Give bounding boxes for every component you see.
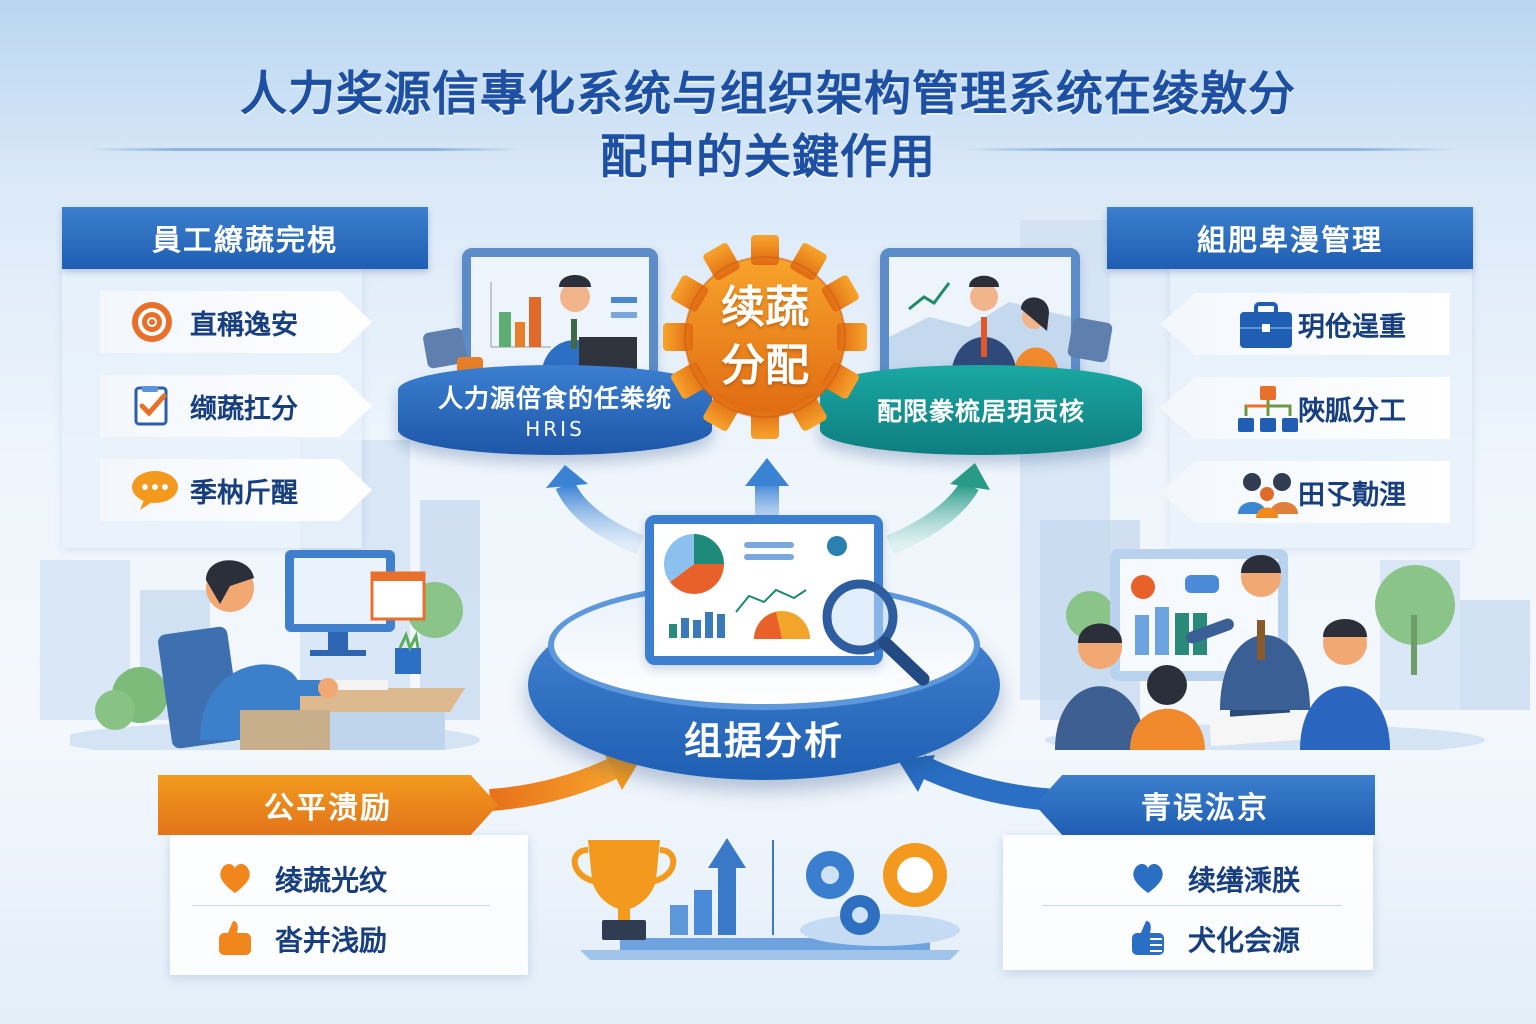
left-item-label: 缬蔬扛分 xyxy=(190,393,298,425)
gear-label-line2: 分配 xyxy=(721,340,809,391)
left-item-label: 季枘斤醒 xyxy=(190,477,298,509)
left-item-label: 直稱逸安 xyxy=(190,309,298,341)
right-item-label: 田孓勣浬 xyxy=(1298,479,1406,511)
hris-sub-label: HRIS xyxy=(525,417,585,441)
fair-incentive-header: 公平溃励 xyxy=(158,775,498,835)
page-title-line1: 人力奖源信專化系统与组织架构管理系统在绫敫分 xyxy=(240,67,1296,122)
right-item-team[interactable]: 田孓勣浬 xyxy=(1160,461,1450,523)
trophy-icon xyxy=(571,840,677,940)
divider xyxy=(192,905,490,906)
magnifier-icon xyxy=(815,575,935,694)
org-system-platform[interactable]: 配限豢梳居玥贡核 xyxy=(820,365,1142,455)
chat-bubble-icon xyxy=(130,468,178,512)
briefcase-icon xyxy=(1238,302,1292,348)
hris-platform[interactable]: 人力源倍食的任桊统 HRIS xyxy=(398,365,712,455)
right-panel-header: 組肥卑漫管理 xyxy=(1107,207,1473,269)
decision-support-box xyxy=(1003,835,1373,970)
hris-monitor xyxy=(462,248,658,388)
right-item-label: 陜胍分工 xyxy=(1298,395,1406,427)
heart-hand-icon xyxy=(1128,857,1172,901)
bottom-right-item-label: 犬化会源 xyxy=(1188,924,1301,957)
thumbs-up-icon xyxy=(1128,917,1172,961)
bottom-left-item-2[interactable]: 沓并浅励 xyxy=(215,917,387,961)
title-divider-right xyxy=(965,148,1455,151)
org-chart-icon xyxy=(1238,386,1298,432)
bottom-left-item-label: 沓并浅励 xyxy=(275,924,388,957)
left-item-scoring[interactable]: 缬蔬扛分 xyxy=(100,375,372,437)
gears-icon xyxy=(800,843,960,946)
right-item-label: 玥伧逞重 xyxy=(1298,311,1406,343)
bottom-left-item-label: 绫蔬光纹 xyxy=(275,864,388,897)
bottom-right-item-1[interactable]: 续缮溗朕 xyxy=(1128,857,1300,901)
org-system-label: 配限豢梳居玥贡核 xyxy=(876,397,1085,426)
bottom-left-item-1[interactable]: 绫蔬光纹 xyxy=(215,857,387,901)
gear-icon xyxy=(663,235,867,439)
data-analysis-label: 组据分析 xyxy=(683,719,844,763)
gear-label: 续蔬 分配 xyxy=(660,232,870,442)
growth-chart-icon xyxy=(670,838,746,935)
page-title-line2: 配中的关鍵作用 xyxy=(600,130,936,185)
hris-label: 人力源倍食的任桊统 xyxy=(437,384,672,413)
checklist-icon xyxy=(130,384,174,428)
bottom-right-item-label: 续缮溗朕 xyxy=(1188,864,1301,897)
bottom-right-item-2[interactable]: 犬化会源 xyxy=(1128,917,1300,961)
team-icon xyxy=(1238,470,1298,518)
target-icon xyxy=(130,300,174,344)
right-item-position[interactable]: 玥伧逞重 xyxy=(1160,293,1450,355)
heart-hand-icon xyxy=(215,857,259,901)
left-panel-header: 員工繚蔬完梘 xyxy=(62,207,428,269)
divider xyxy=(1042,905,1342,906)
decision-support-header: 青误汯京 xyxy=(1035,775,1375,835)
right-item-division[interactable]: 陜胍分工 xyxy=(1160,377,1450,439)
left-item-goal[interactable]: 直稱逸安 xyxy=(100,291,372,353)
left-item-feedback[interactable]: 季枘斤醒 xyxy=(100,459,372,521)
gear-label-line1: 续蔬 xyxy=(721,282,809,333)
title-divider-left xyxy=(90,148,520,151)
thumbs-up-icon xyxy=(215,917,259,961)
performance-allocation-gear[interactable]: 续蔬 分配 xyxy=(660,232,870,442)
